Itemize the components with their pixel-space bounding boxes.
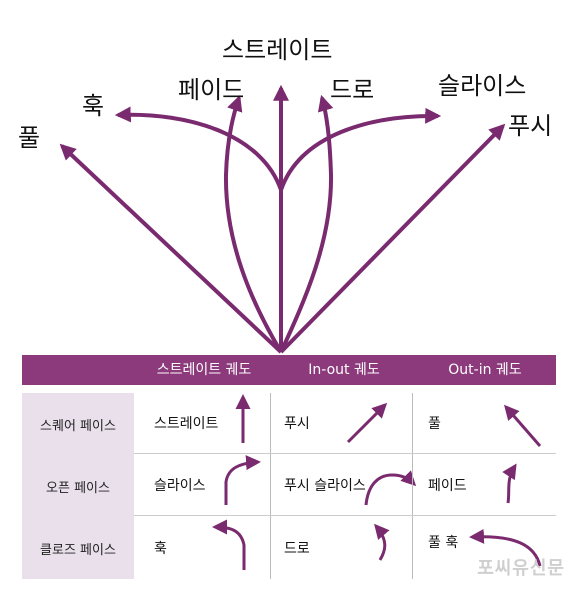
cell-draw: 드로 — [284, 541, 310, 557]
header-out-in-path: Out-in 궤도 — [448, 362, 522, 378]
header-straight-path: 스트레이트 궤도 — [156, 362, 252, 378]
cell-hook-arrow — [212, 519, 246, 570]
divider — [412, 393, 413, 579]
cell-straight: 스트레이트 — [154, 416, 219, 432]
label-draw: 드로 — [330, 76, 375, 104]
row-label-square-face: 스퀘어 페이스 — [40, 419, 116, 434]
push-trajectory — [279, 123, 506, 354]
divider — [270, 393, 271, 579]
row-label-closed-face: 클로즈 페이스 — [40, 543, 116, 558]
hook-trajectory — [114, 106, 283, 352]
draw-trajectory — [279, 94, 334, 353]
face-path-table: 스트레이트 궤도 In-out 궤도 Out-in 궤도 스퀘어 페이스 오픈 … — [22, 355, 556, 581]
cell-slice-arrow — [224, 455, 261, 505]
label-slice: 슬라이스 — [438, 72, 527, 100]
cell-push: 푸시 — [284, 416, 310, 432]
label-push: 푸시 — [508, 112, 553, 140]
cell-push-arrow — [346, 402, 388, 444]
table-header: 스트레이트 궤도 In-out 궤도 Out-in 궤도 — [22, 355, 556, 385]
label-straight: 스트레이트 — [222, 36, 333, 64]
cell-slice: 슬라이스 — [154, 478, 206, 494]
cell-pushslice-arrow — [364, 470, 417, 506]
cell-pullhook-arrow — [469, 528, 542, 567]
header-in-out-path: In-out 궤도 — [308, 362, 380, 378]
row-label-column — [22, 393, 134, 579]
cell-draw-arrow — [374, 523, 390, 561]
cell-pull: 풀 — [428, 416, 441, 432]
cell-push-slice: 푸시 슬라이스 — [284, 478, 366, 494]
cell-fade: 페이드 — [428, 478, 467, 494]
fade-trajectory — [223, 94, 283, 354]
pull-trajectory — [59, 143, 283, 354]
cell-pull-hook: 풀 훅 — [428, 535, 459, 551]
watermark-logo: 포씨유신문 — [477, 558, 565, 579]
label-pull: 풀 — [18, 124, 41, 152]
cell-fade-arrow — [502, 463, 517, 504]
divider — [134, 453, 556, 454]
cell-pull-arrow — [504, 404, 542, 447]
cell-hook: 훅 — [154, 541, 167, 557]
row-label-open-face: 오픈 페이스 — [46, 481, 110, 496]
divider — [134, 515, 556, 516]
label-hook: 훅 — [82, 92, 105, 120]
label-fade: 페이드 — [178, 76, 245, 104]
slice-trajectory — [279, 107, 442, 352]
